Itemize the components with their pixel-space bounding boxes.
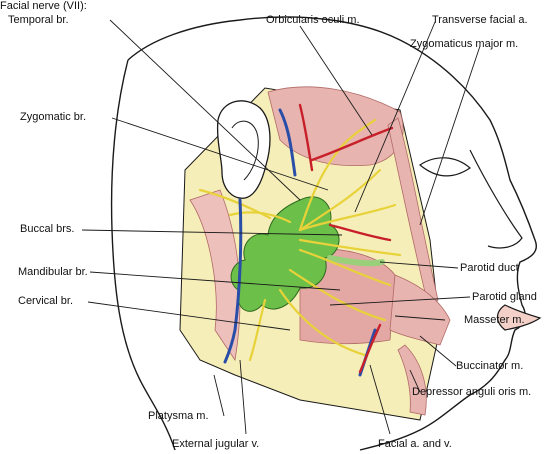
lips-outline bbox=[496, 304, 542, 331]
label-zygomaticus-major: Zygomaticus major m. bbox=[410, 38, 519, 50]
label-transverse-facial-artery: Transverse facial a. bbox=[432, 14, 528, 26]
label-buccinator: Buccinator m. bbox=[456, 360, 524, 372]
neck-outline bbox=[110, 59, 176, 451]
label-parotid-gland: Parotid gland bbox=[472, 291, 537, 303]
label-mandibular-branch: Mandibular br. bbox=[18, 266, 88, 278]
label-cervical-branch: Cervical br. bbox=[18, 295, 74, 307]
label-facial-artery-and-vein: Facial a. and v. bbox=[378, 438, 452, 450]
label-depressor-anguli-oris: Depressor anguli oris m. bbox=[412, 386, 532, 398]
arteries bbox=[298, 103, 394, 374]
parotid-duct bbox=[327, 255, 385, 267]
label-masseter: Masseter m. bbox=[464, 314, 525, 326]
eye-outline bbox=[418, 157, 471, 177]
facial-nerve-branches bbox=[198, 118, 402, 362]
label-buccal-branches: Buccal brs. bbox=[20, 223, 75, 235]
label-orbicularis-oculi: Orbicularis oculi m. bbox=[266, 14, 360, 26]
face-profile-outline bbox=[127, 16, 537, 451]
buccinator-muscle bbox=[389, 274, 451, 346]
label-zygomatic-branch: Zygomatic br. bbox=[20, 111, 87, 123]
leader-lines bbox=[81, 19, 481, 435]
label-temporal-branch: Temporal br. bbox=[8, 14, 69, 26]
nose-outline bbox=[469, 149, 523, 249]
ear-inner bbox=[231, 120, 259, 181]
label-facial-nerve: Facial nerve (VII): bbox=[0, 0, 87, 12]
depressor-anguli-oris-muscle bbox=[397, 344, 427, 416]
ear bbox=[216, 100, 271, 199]
label-parotid-duct: Parotid duct bbox=[460, 262, 519, 274]
label-platysma: Platysma m. bbox=[148, 410, 209, 422]
label-external-jugular-vein: External jugular v. bbox=[172, 438, 260, 450]
